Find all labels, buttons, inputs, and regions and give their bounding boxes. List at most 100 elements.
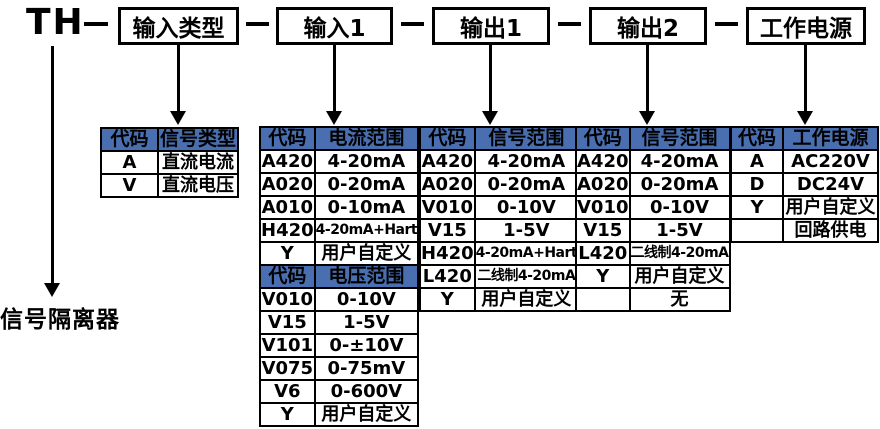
value-cell: 4-20mA+Hart (313, 218, 420, 243)
connector-dash (558, 22, 581, 26)
column-header: 代码 (100, 127, 159, 152)
arrow-line (177, 45, 180, 114)
column-header: 代码 (419, 126, 476, 151)
code-cell: A420 (259, 149, 316, 174)
value-cell: 1-5V (628, 218, 731, 243)
code-cell: V15 (419, 218, 476, 243)
code-cell: V6 (259, 379, 316, 404)
connector-dash (401, 22, 424, 26)
arrow-line (489, 45, 492, 114)
value-cell: 0-10mA (313, 195, 420, 220)
code-cell: A020 (575, 172, 631, 197)
arrow-line (804, 45, 807, 114)
code-cell: L420 (575, 241, 631, 266)
column-header: 电压范围 (313, 264, 420, 289)
field-box-output-1: 输出1 (432, 7, 550, 45)
table-header-row: 代码信号类型 (100, 127, 239, 152)
arrow-line (51, 46, 54, 284)
column-header: 信号类型 (157, 127, 239, 152)
value-cell: 1-5V (473, 218, 580, 243)
table-header-row: 代码信号范围 (419, 126, 580, 151)
arrow-line (333, 45, 336, 114)
value-cell: 1-5V (313, 310, 420, 335)
connector-dash (246, 22, 269, 26)
value-cell: 0-20mA (473, 172, 580, 197)
table-row: 无 (575, 287, 731, 312)
value-cell: 二线制4-20mA (628, 241, 731, 266)
code-cell: V010 (419, 195, 476, 220)
code-cell: Y (419, 287, 476, 312)
value-cell: 二线制4-20mA (473, 264, 580, 289)
column-header: 电流范围 (313, 126, 420, 151)
value-cell: 4-20mA (473, 149, 580, 174)
code-cell: A020 (259, 172, 316, 197)
arrow-head-icon (44, 283, 60, 297)
code-cell: H420 (259, 218, 316, 243)
code-cell: A010 (259, 195, 316, 220)
column-header: 代码 (575, 126, 631, 151)
connector-dash (84, 22, 108, 26)
code-cell: A020 (419, 172, 476, 197)
value-cell: 0-20mA (313, 172, 420, 197)
value-cell: 无 (628, 287, 731, 312)
value-cell: 回路供电 (782, 218, 879, 243)
code-cell: V010 (259, 287, 316, 312)
arrow-line (646, 45, 649, 114)
connector-dash (715, 22, 738, 26)
value-cell: 0-10V (313, 287, 420, 312)
arrow-head-icon (170, 111, 186, 125)
code-cell: A420 (575, 149, 631, 174)
field-box-input-1: 输入1 (276, 7, 393, 45)
value-cell: AC220V (782, 149, 879, 174)
code-cell: V (100, 173, 159, 198)
product-name-label: 信号隔离器 (0, 307, 120, 333)
value-cell: 用户自定义 (782, 195, 879, 220)
arrow-head-icon (797, 111, 813, 125)
code-cell: Y (259, 241, 316, 266)
code-cell (730, 218, 784, 243)
arrow-head-icon (639, 111, 655, 125)
code-cell: A (100, 150, 159, 175)
field-box-output-2: 输出2 (589, 7, 707, 45)
value-cell: DC24V (782, 172, 879, 197)
value-cell: 用户自定义 (473, 287, 580, 312)
code-cell: V15 (259, 310, 316, 335)
table-header-row: 代码电压范围 (259, 264, 420, 289)
code-cell: A420 (419, 149, 476, 174)
value-cell: 0-±10V (313, 333, 420, 358)
code-cell: H420 (419, 241, 476, 266)
value-cell: 0-75mV (313, 356, 420, 381)
code-cell: L420 (419, 264, 476, 289)
value-cell: 4-20mA (313, 149, 420, 174)
table-header-row: 代码工作电源 (730, 126, 879, 151)
field-box-power: 工作电源 (746, 7, 866, 45)
value-cell: 0-600V (313, 379, 420, 404)
model-prefix: TH (26, 2, 85, 43)
column-header: 代码 (259, 264, 316, 289)
column-header: 工作电源 (782, 126, 879, 151)
